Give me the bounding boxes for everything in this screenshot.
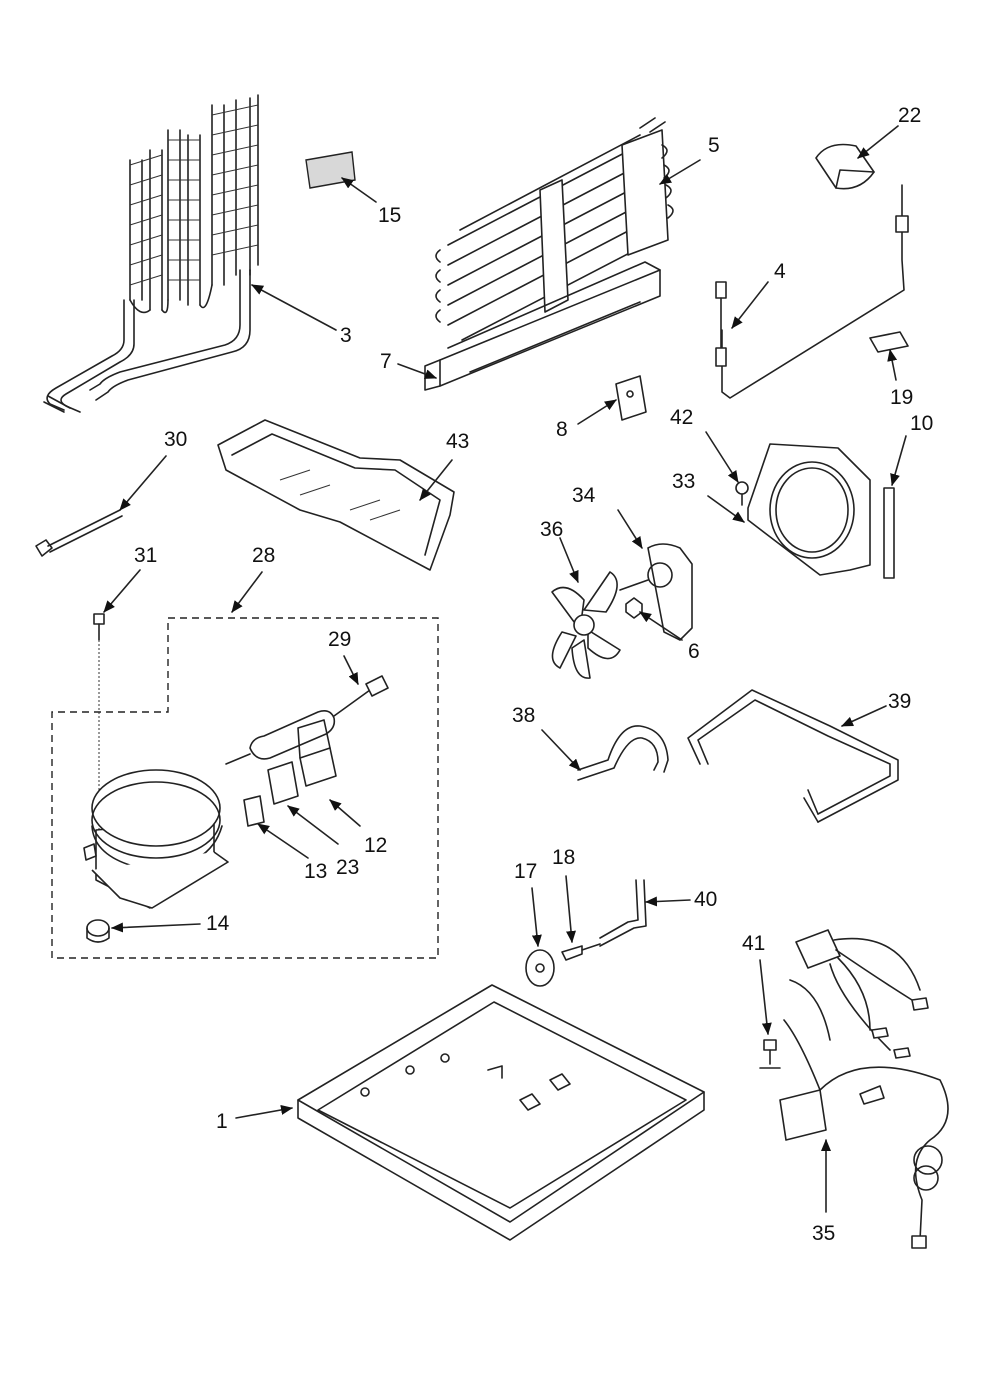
fan-blade [551,571,621,679]
wire-clip [869,331,909,353]
callout-41: 41 [742,932,765,955]
wire-tie [35,509,123,557]
leader-arrows [103,125,907,1213]
thermistor-wire [715,184,909,399]
callout-14: 14 [206,912,230,935]
relay-parts [243,719,337,827]
callout-1: 1 [216,1110,228,1133]
wire-harness [779,929,949,1249]
tube-38 [577,725,669,781]
callout-12: 12 [364,834,387,857]
base-frame [297,984,705,1241]
callout-38: 38 [512,704,535,727]
nut [625,597,643,619]
callout-7: 7 [380,350,392,373]
drain-trough [424,261,661,391]
callout-17: 17 [514,860,537,883]
callout-4: 4 [774,260,786,283]
fan-motor [619,543,693,641]
drain-pan [217,419,455,571]
tube-39 [687,689,899,823]
callout-42: 42 [670,406,693,429]
callout-15: 15 [378,204,401,227]
callout-33: 33 [672,470,695,493]
callout-3: 3 [340,324,352,347]
callout-29: 29 [328,628,351,651]
compressor [83,769,229,909]
callout-6: 6 [688,640,700,663]
filter-drier [225,675,389,765]
screw-41 [759,1039,781,1069]
callout-labels: 1 3 4 5 6 7 8 10 12 13 14 15 17 18 19 22… [134,104,933,1245]
bracket [615,375,647,421]
callout-36: 36 [540,518,563,541]
callout-5: 5 [708,134,720,157]
callout-34: 34 [572,484,596,507]
callout-31: 31 [134,544,157,567]
callout-35: 35 [812,1222,835,1245]
strip [883,487,895,579]
condenser-coil [43,94,259,413]
callout-43: 43 [446,430,469,453]
thermistor-cap [815,143,875,190]
callout-30: 30 [164,428,187,451]
callout-22: 22 [898,104,921,127]
callout-13: 13 [304,860,327,883]
wheel-bolt-rod [525,879,647,987]
callout-19: 19 [890,386,913,409]
grommet [86,919,110,943]
screw-42 [735,481,749,506]
callout-10: 10 [910,412,933,435]
screw-31 [93,613,105,840]
callout-23: 23 [336,856,359,879]
kit-outline [51,617,439,959]
fan-shroud [747,443,871,576]
callout-40: 40 [694,888,717,911]
callout-28: 28 [252,544,275,567]
callout-8: 8 [556,418,568,441]
callout-39: 39 [888,690,911,713]
callout-18: 18 [552,846,575,869]
evaporator [435,117,674,341]
